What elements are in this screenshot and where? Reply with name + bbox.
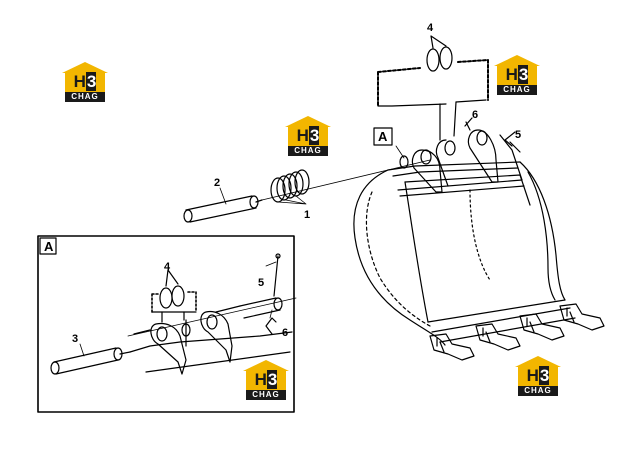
reference-a-tag (373, 127, 393, 146)
pin-axis-line (261, 159, 431, 201)
callout-5-top: 5 (515, 129, 521, 141)
bucket-teeth (429, 303, 605, 361)
callout-2: 2 (214, 177, 220, 189)
detail-a-frame (37, 235, 295, 413)
callout-4-detail: 4 (164, 261, 171, 273)
callout-4-top: 4 (427, 22, 434, 34)
item-1-spring (270, 169, 310, 205)
bucket-assembly (353, 129, 605, 361)
callout-5-detail: 5 (258, 277, 264, 289)
detail-a-tag (39, 237, 57, 255)
callout-3: 3 (72, 333, 78, 345)
bushing-marker (399, 155, 409, 169)
reference-a-label: A (378, 129, 388, 144)
item-2-pin (183, 187, 263, 223)
detail-a-label: A (44, 239, 54, 254)
callout-1: 1 (304, 209, 310, 221)
detail-a-assembly (50, 253, 297, 375)
item-5-top-pin (504, 131, 516, 147)
callout-6-detail: 6 (282, 327, 288, 339)
bucket-mounting-ears (411, 129, 523, 193)
item-6-top-clip (464, 117, 473, 131)
callout-6-top: 6 (472, 109, 478, 121)
item-4-top-group (377, 35, 489, 141)
